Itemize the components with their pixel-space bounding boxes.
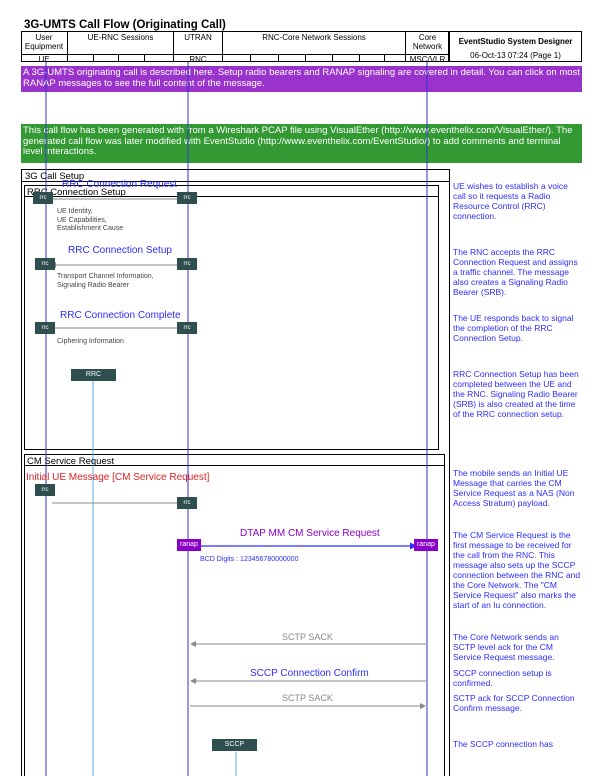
diagram-title: 3G-UMTS Call Flow (Originating Call): [24, 19, 226, 31]
intro-banner: A 3G-UMTS originating call is described …: [21, 66, 582, 92]
header-core-network: Core Network: [412, 33, 443, 51]
sccp-session-box: SCCP: [212, 739, 257, 751]
note-cm-service-request: The CM Service Request is the first mess…: [453, 530, 581, 610]
msg-dtap-cm-service-request[interactable]: DTAP MM CM Service Request: [240, 528, 380, 539]
brand-name: EventStudio System Designer: [458, 37, 573, 46]
rrc-box-ue-setup: rrc: [35, 258, 55, 270]
rrc-box-rnc-request: rrc: [177, 192, 197, 204]
rrc-setup-frame: [24, 185, 439, 450]
header-grid: [21, 31, 449, 62]
rrc-box-ue-request: rrc: [33, 192, 53, 204]
brand-box: EventStudio System Designer 06-Oct-13 07…: [449, 31, 582, 62]
note-initial-ue: The mobile sends an Initial UE Message t…: [453, 468, 575, 508]
ranap-box-msc: ranap: [414, 539, 438, 551]
params-rrc-complete: Ciphering Information: [57, 338, 124, 345]
entity-msc-vlr: MSC/VLR: [409, 55, 446, 64]
note-sctp-sack-1: The Core Network sends an SCTP level ack…: [453, 632, 559, 662]
msg-rrc-connection-request[interactable]: RRC Connection Request: [62, 179, 178, 190]
section-3g-call-setup: 3G Call Setup: [25, 171, 85, 182]
msg-rrc-connection-complete[interactable]: RRC Connection Complete: [60, 310, 181, 321]
header-utran: UTRAN: [184, 33, 212, 42]
header-ue-rnc-sessions: UE-RNC Sessions: [87, 33, 154, 42]
params-rrc-request: UE Identity, UE Capabilities, Establishm…: [57, 208, 124, 232]
cm-request-frame: [24, 454, 445, 776]
entity-ue: UE: [38, 55, 50, 64]
params-rrc-setup: Transport Channel Information, Signaling…: [57, 273, 154, 289]
rrc-box-ue-complete: rrc: [35, 322, 55, 334]
entity-rnc: RNC: [189, 55, 207, 64]
section-rrc-connection-setup: RRC Connection Setup: [27, 187, 126, 198]
rrc-box-ue-initial: rrc: [35, 484, 55, 496]
rrc-session-box: RRC: [71, 369, 116, 381]
call-setup-frame: [21, 169, 450, 776]
rrc-box-rnc-complete: rrc: [177, 322, 197, 334]
msg-sctp-sack-1[interactable]: SCTP SACK: [282, 632, 333, 642]
note-rrc-request: UE wishes to establish a voice call so i…: [453, 181, 568, 221]
page-date: 06-Oct-13 07:24 (Page 1): [470, 51, 561, 60]
rrc-box-rnc-initial: rrc: [177, 497, 197, 509]
source-banner: This call flow has been generated with f…: [21, 124, 582, 163]
msg-rrc-connection-setup[interactable]: RRC Connection Setup: [68, 245, 172, 256]
note-sctp-sack-2: SCTP ack for SCCP Connection Confirm mes…: [453, 693, 575, 713]
params-dtap-cm: BCD Digits : 123456780000000: [200, 556, 299, 563]
msg-sccp-connection-confirm[interactable]: SCCP Connection Confirm: [250, 668, 369, 679]
rrc-box-rnc-setup: rrc: [177, 258, 197, 270]
header-user-equipment: User Equipment: [24, 33, 64, 51]
note-sccp-connection: The SCCP connection has: [453, 739, 554, 749]
ranap-box-rnc: ranap: [177, 539, 201, 551]
note-rrc-setup: The RNC accepts the RRC Connection Reque…: [453, 247, 578, 297]
note-sccp-confirm: SCCP connection setup is confirmed.: [453, 668, 552, 688]
msg-initial-ue-message[interactable]: Initial UE Message [CM Service Request]: [26, 472, 210, 483]
note-rrc-done: RRC Connection Setup has been completed …: [453, 369, 579, 419]
header-rnc-core-sessions: RNC-Core Network Sessions: [262, 33, 366, 42]
msg-sctp-sack-2[interactable]: SCTP SACK: [282, 693, 333, 703]
note-rrc-complete: The UE responds back to signal the compl…: [453, 313, 574, 343]
header-table: User Equipment UE-RNC Sessions UTRAN RNC…: [21, 31, 449, 64]
section-cm-service-request: CM Service Request: [27, 456, 115, 467]
